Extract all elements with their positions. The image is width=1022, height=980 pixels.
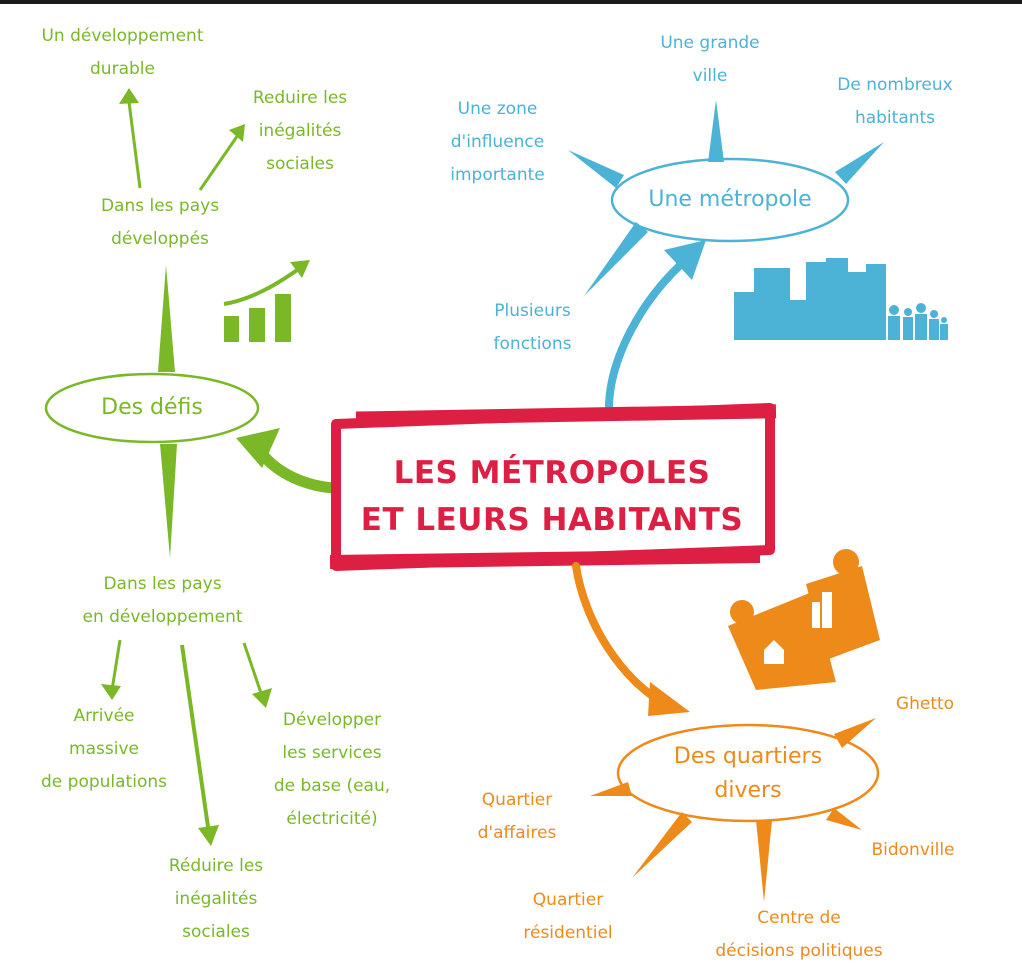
spike-centre bbox=[756, 820, 772, 902]
metropole-node-label: Une métropole bbox=[648, 187, 812, 212]
defis-node-ellipse bbox=[44, 372, 260, 444]
label-centre-decisions: Centre de décisions politiques bbox=[715, 908, 883, 961]
spike-grande-ville bbox=[708, 100, 724, 162]
label-grande-ville: Une grande ville bbox=[660, 33, 760, 86]
spike-zone bbox=[568, 150, 624, 188]
label-reduire-top: Reduire les inégalités sociales bbox=[252, 88, 348, 174]
quartiers-branch bbox=[572, 562, 880, 902]
top-bar bbox=[0, 0, 1022, 4]
title-line-1: LES MÉTROPOLES bbox=[393, 455, 711, 491]
puzzle-icon bbox=[728, 549, 880, 690]
spike-habitants bbox=[835, 142, 884, 184]
spike-ghetto bbox=[834, 718, 876, 748]
label-ghetto: Ghetto bbox=[895, 694, 955, 714]
spike-bidonville bbox=[826, 808, 862, 830]
spike-fonctions bbox=[584, 222, 648, 296]
label-quartier-affaires: Quartier d'affaires bbox=[477, 790, 557, 843]
defis-node-label: Des défis bbox=[101, 395, 203, 420]
quartiers-connector-head bbox=[648, 682, 690, 716]
defis-branch bbox=[44, 88, 339, 846]
center-title: LES MÉTROPOLES ET LEURS HABITANTS bbox=[352, 450, 752, 544]
label-pays-en-developpement: Dans les pays en développement bbox=[82, 574, 243, 627]
label-bidonville: Bidonville bbox=[871, 840, 955, 860]
label-reduire-bottom: Réduire les inégalités sociales bbox=[168, 856, 264, 942]
spike-affaires bbox=[590, 782, 632, 796]
quartiers-connector bbox=[572, 562, 672, 710]
label-nombreux-habitants: De nombreux habitants bbox=[837, 75, 953, 128]
city-skyline-icon bbox=[734, 258, 886, 340]
spike-residentiel bbox=[632, 812, 692, 878]
label-developper-services: Développer les services de base (eau, él… bbox=[273, 710, 391, 829]
label-pays-developpes: Dans les pays développés bbox=[100, 196, 220, 249]
quartiers-node-ellipse bbox=[616, 723, 880, 823]
metropole-node-ellipse bbox=[610, 157, 850, 243]
title-line-2: ET LEURS HABITANTS bbox=[360, 502, 744, 538]
quartiers-node-label: Des quartiers divers bbox=[673, 744, 823, 803]
label-quartier-residentiel: Quartier résidentiel bbox=[523, 890, 613, 943]
growth-chart-icon bbox=[223, 260, 310, 342]
label-plusieurs-fonctions: Plusieurs fonctions bbox=[493, 301, 572, 354]
metropole-branch bbox=[568, 100, 884, 410]
defis-connector bbox=[252, 442, 339, 494]
family-icon bbox=[888, 303, 948, 340]
label-zone-influence: Une zone d'influence importante bbox=[450, 99, 545, 185]
defis-connector-head bbox=[236, 428, 280, 468]
spike-down bbox=[160, 444, 177, 558]
metropole-connector-head bbox=[664, 240, 706, 280]
metropole-connector bbox=[605, 254, 692, 410]
label-arrivee-massive: Arrivée massive de populations bbox=[41, 706, 167, 792]
spike-up bbox=[158, 265, 175, 372]
label-developpement-durable: Un développement durable bbox=[41, 26, 204, 79]
title-frame bbox=[329, 403, 777, 571]
